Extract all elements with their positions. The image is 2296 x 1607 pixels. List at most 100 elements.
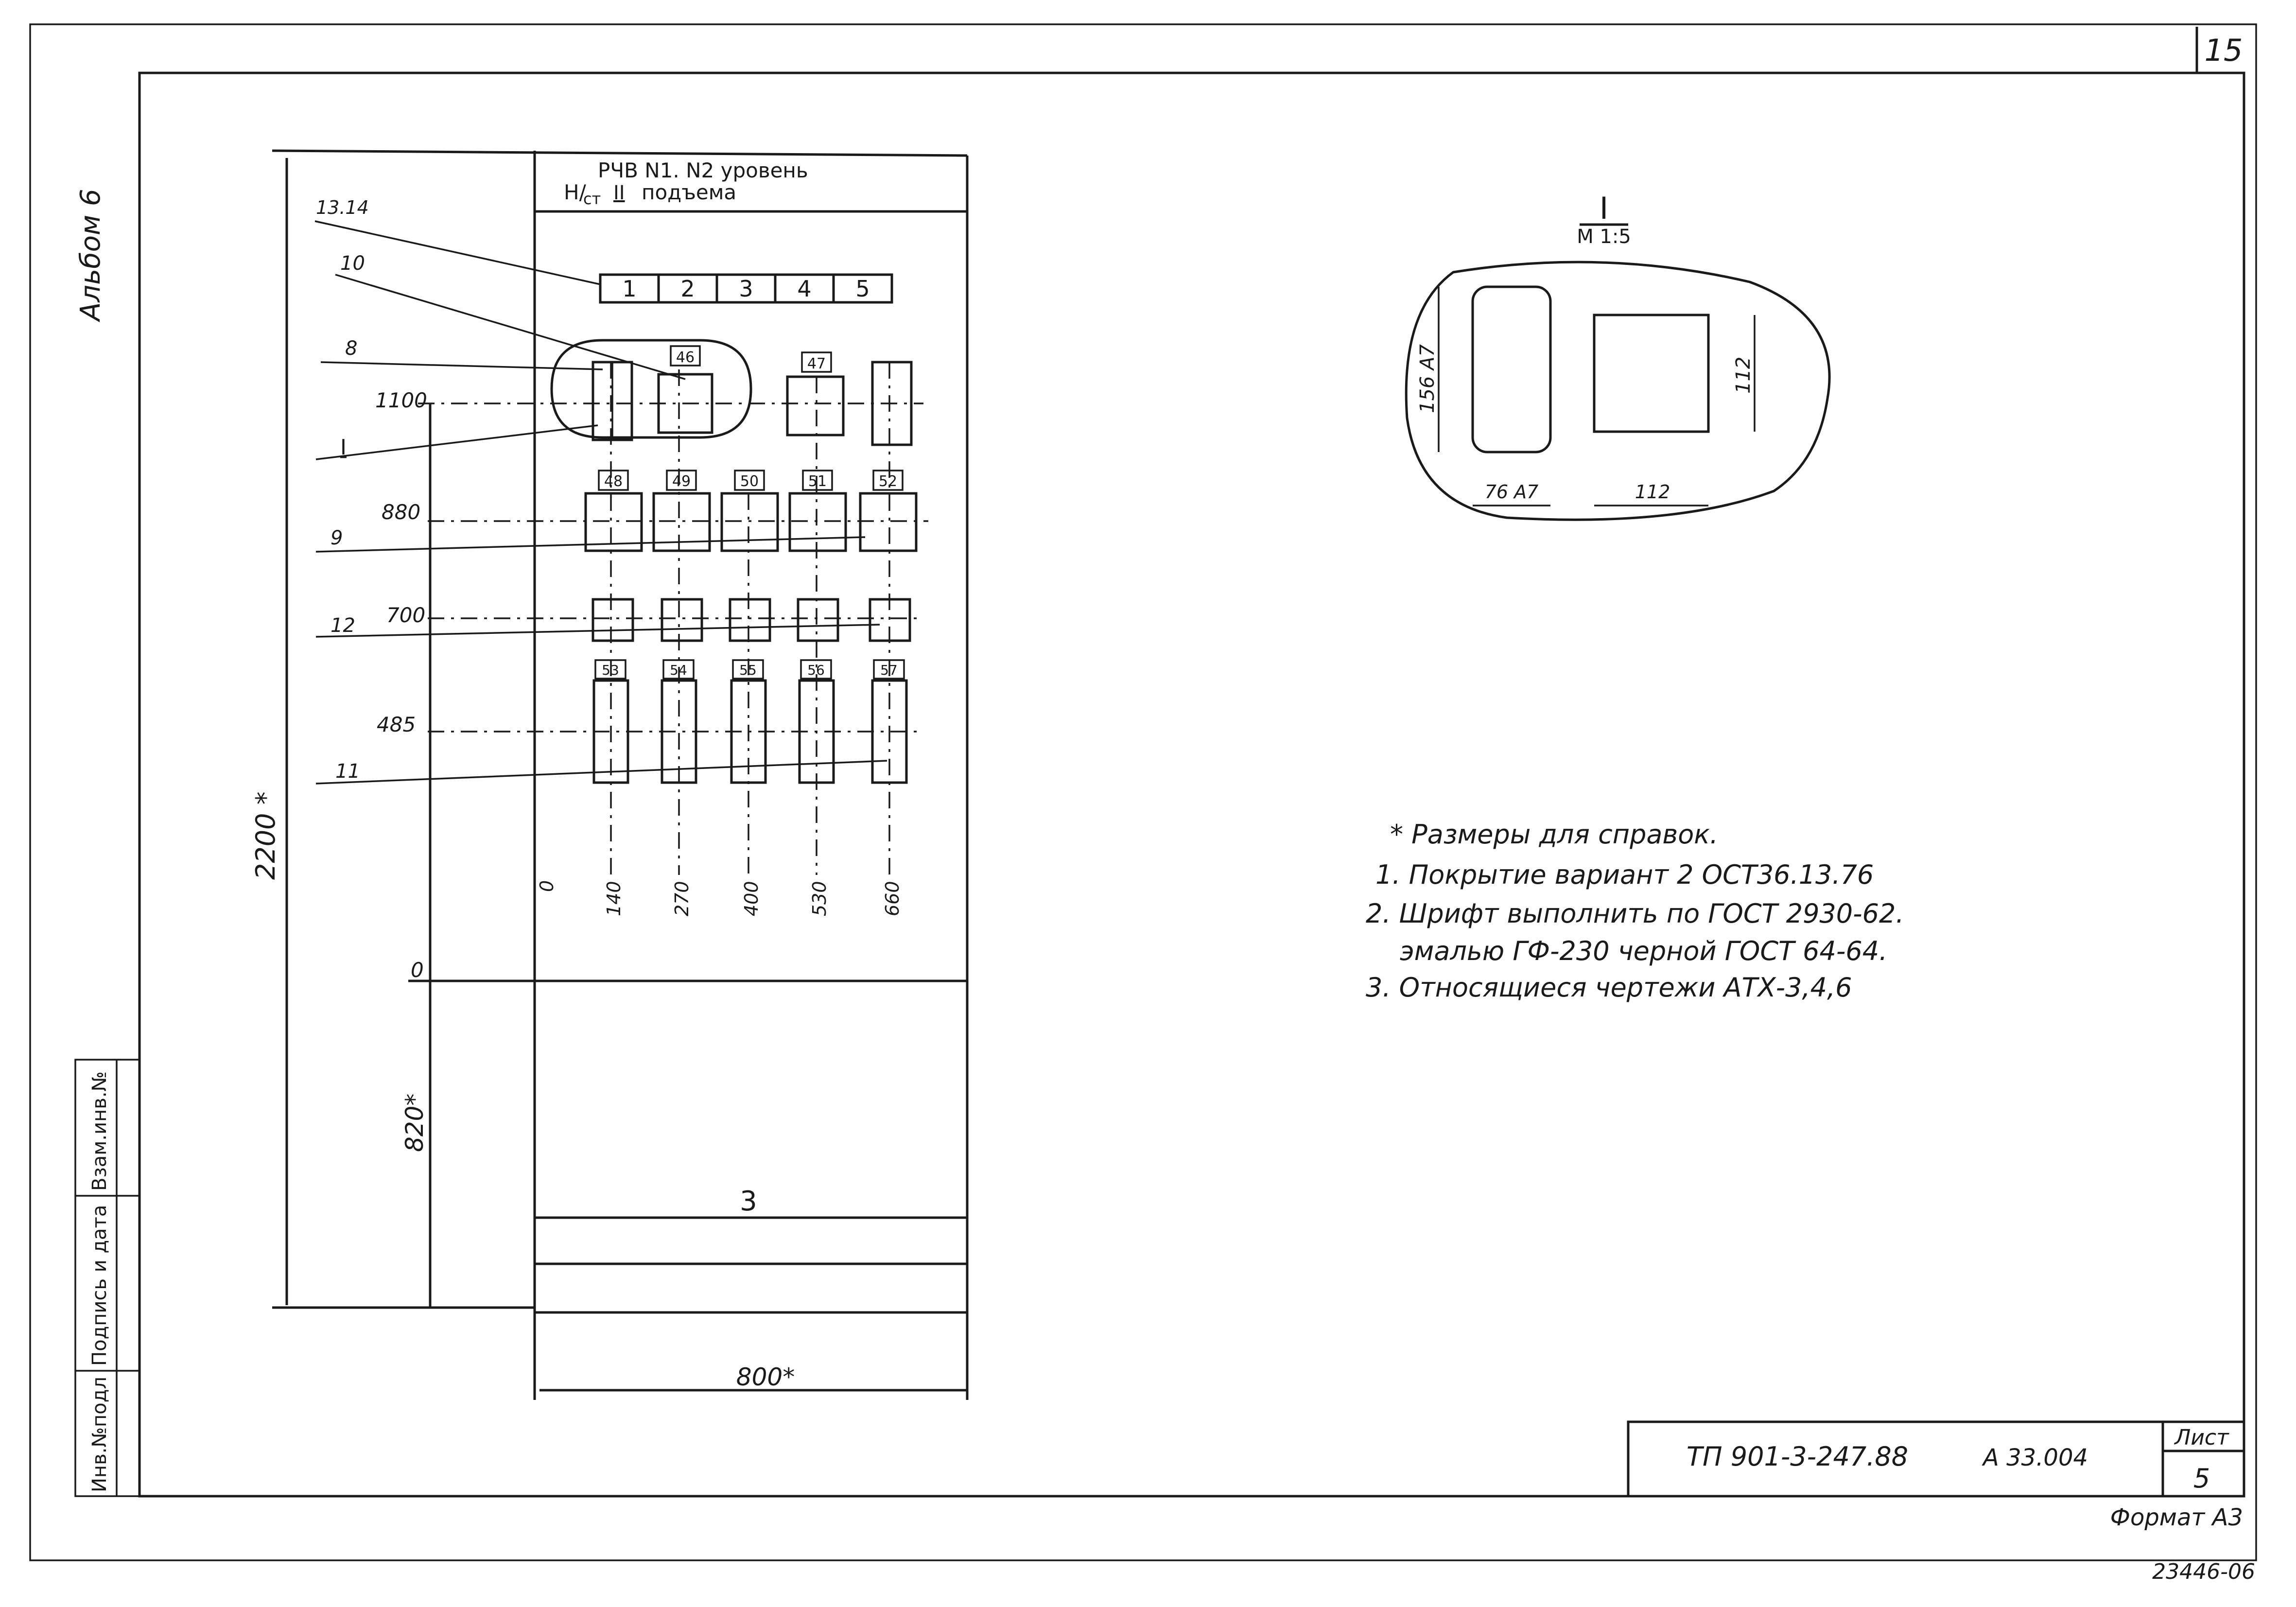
detail-i: I М 1:5 156 А7 112 76 А7 112 [1405,191,1831,521]
level-0: 0 [411,958,424,982]
dim-total-height: 2200 * [250,791,281,880]
terminal-3: 3 [739,276,753,302]
callout-12: 12 [330,614,355,637]
drawing-frame [138,71,2245,1498]
panel-title-roman: II [613,182,625,204]
stamp-sheet-code: А 33.004 [1982,1444,2088,1471]
panel-title-line2-suffix: подъема [642,180,736,204]
device-row3-3 [729,598,771,642]
stamp-box [1627,1420,2245,1498]
label-box-49 [666,470,697,491]
callout-9: 9 [330,527,343,549]
device-48 [584,492,643,552]
callout-leader-12 [315,624,880,638]
label-49: 49 [672,473,691,490]
label-48: 48 [604,473,623,490]
x-mark-660: 660 [882,881,903,916]
side-col-sign: Подпись и дата [88,1205,111,1366]
stamp-sheet-label: Лист [2174,1425,2229,1450]
level-1100: 1100 [375,388,427,412]
level-880: 880 [382,500,420,524]
level-485: 485 [377,713,416,736]
callout-leader-13-14 [314,220,601,285]
x-mark-0: 0 [536,880,557,892]
side-col-replace: Взам.инв.№ [88,1071,111,1191]
stamp-doc-code: ТП 901-3-247.88 [1687,1441,1908,1472]
note-3: 3. Относящиеся чертежи АТХ-3,4,6 [1366,972,1852,1003]
panel-title-line1: РЧВ N1. N2 уровень [598,158,808,182]
device-52 [859,492,918,552]
label-50: 50 [740,473,759,490]
callout-13-14: 13.14 [316,197,369,218]
detail-dim-left-label: 156 А7 [1416,344,1439,413]
side-stamp-columns [74,1059,140,1497]
callout-8: 8 [345,337,357,360]
label-box-50 [734,470,765,491]
detail-window-right [1593,314,1710,433]
terminal-strip [599,273,893,304]
label-52: 52 [879,473,897,490]
callout-leader-8 [320,361,603,370]
sheet-number: 15 [2205,33,2243,68]
terminal-1: 1 [622,276,636,302]
note-ref: * Размеры для справок. [1390,819,1718,850]
detail-title: I [1600,191,1608,226]
device-row3-1 [591,598,634,642]
dim-width: 800* [736,1363,795,1391]
label-box-46 [670,345,701,367]
detail-scale: М 1:5 [1577,226,1631,248]
detail-window-left [1471,285,1552,454]
terminal-2: 2 [680,276,695,302]
device-50 [720,492,779,552]
label-box-51 [802,470,833,491]
label-box-52 [872,470,904,491]
callout-11: 11 [335,760,360,783]
panel-title-line2-prefix: Н/ [564,180,587,204]
callout-i: I [340,435,347,460]
panel-drawing: РЧВ N1. N2 уровень Н/ ст II подъема 1 2 … [250,149,969,1400]
panel-top-line [272,149,968,157]
device-row3-4 [797,598,839,642]
x-mark-270: 270 [671,881,693,916]
detail-dim-bottom-left-label: 76 А7 [1485,481,1539,503]
terminal-5: 5 [855,276,870,302]
sheet-outer-border [29,23,2257,1561]
note-1: 1. Покрытие вариант 2 ОСТ36.13.76 [1375,859,1874,890]
panel-title-line2-ct: ст [583,190,601,208]
bottom-section-label: 3 [740,1186,757,1217]
x-mark-140: 140 [603,881,625,916]
archive-number: 23446-06 [2152,1559,2255,1584]
label-47: 47 [807,355,826,372]
device-47 [786,375,845,437]
x-mark-530: 530 [809,881,830,916]
album-label: Альбом 6 [75,189,106,322]
callout-leader-11 [315,760,887,785]
side-col-inv: Инв.№подл [88,1377,111,1492]
detail-break-outline [1405,261,1831,521]
label-box-48 [598,470,629,491]
label-box-47 [801,351,832,373]
callout-leader-10 [335,274,686,380]
device-row3-2 [661,598,703,642]
detail-dim-right-label: 112 [1732,357,1755,394]
label-51: 51 [808,473,827,490]
notes: * Размеры для справок. 1. Покрытие вариа… [1366,819,1904,1003]
stamp-sheet-value: 5 [2193,1463,2210,1494]
dim-lower-height: 820* [400,1094,429,1152]
terminal-4: 4 [797,276,811,302]
format-label: Формат А3 [2110,1504,2243,1531]
note-2-cont: эмалью ГФ-230 черной ГОСТ 64-64. [1400,936,1887,966]
level-700: 700 [386,603,425,627]
device-49 [652,492,711,552]
callout-leader-i [315,424,598,460]
label-46: 46 [676,349,695,366]
device-51 [788,492,847,552]
title-stamp: ТП 901-3-247.88 А 33.004 Лист 5 [1627,1420,2245,1498]
detail-i-outline [550,339,752,439]
callout-leader-9 [315,536,866,553]
x-mark-400: 400 [741,881,762,916]
callout-10: 10 [340,252,365,275]
note-2: 2. Шрифт выполнить по ГОСТ 2930-62. [1366,898,1904,929]
detail-dim-bottom-right-label: 112 [1635,481,1670,503]
